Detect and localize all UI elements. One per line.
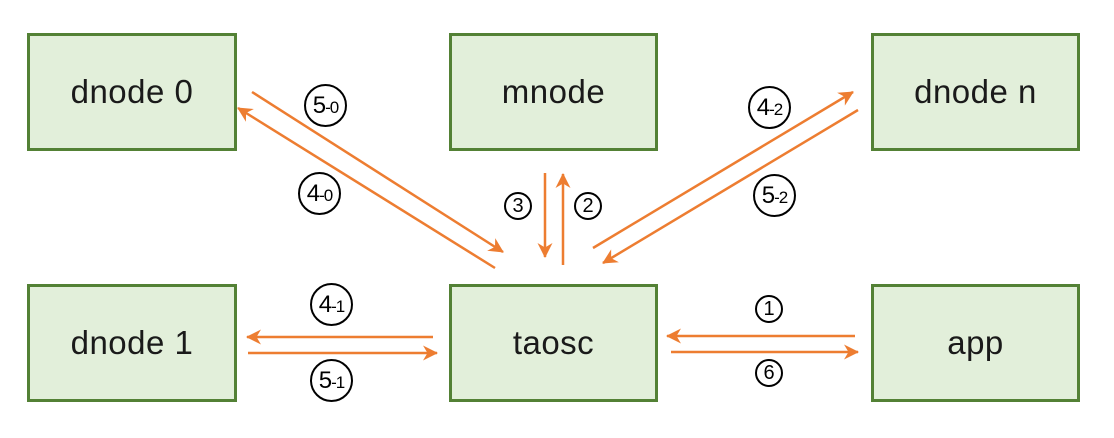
- edge-badge-4-1: 4-1: [310, 283, 353, 326]
- node-dnode1: dnode 1: [27, 284, 237, 402]
- node-dnoden-label: dnode n: [914, 73, 1037, 110]
- arrow-4-0-taosc-to-dnode0: [237, 106, 496, 270]
- node-app-label: app: [947, 324, 1004, 361]
- edge-badge-3: 3: [504, 192, 532, 220]
- edge-badge-4-0: 4-0: [298, 172, 341, 215]
- edge-badge-2: 2: [574, 192, 602, 220]
- node-dnode0-label: dnode 0: [70, 73, 194, 110]
- node-dnoden: dnode n: [871, 33, 1080, 151]
- node-dnode0: dnode 0: [27, 33, 237, 151]
- edge-badge-1: 1: [755, 295, 783, 323]
- node-dnode1-label: dnode 1: [70, 324, 194, 361]
- node-app: app: [871, 284, 1080, 402]
- edge-badge-5-1: 5-1: [310, 359, 353, 402]
- node-taosc: taosc: [449, 284, 658, 402]
- node-mnode-label: mnode: [501, 73, 606, 110]
- edge-badge-4-2: 4-2: [748, 86, 791, 129]
- node-taosc-label: taosc: [512, 324, 595, 361]
- arrow-5-2-dnoden-to-taosc: [602, 108, 859, 265]
- edge-badge-5-2: 5-2: [753, 174, 796, 217]
- edge-badge-5-0: 5-0: [304, 84, 347, 127]
- edge-badge-6: 6: [755, 359, 783, 387]
- node-mnode: mnode: [449, 33, 658, 151]
- arrow-4-2-taosc-to-dnoden: [592, 90, 854, 250]
- arrow-5-0-dnode0-to-taosc: [251, 90, 504, 254]
